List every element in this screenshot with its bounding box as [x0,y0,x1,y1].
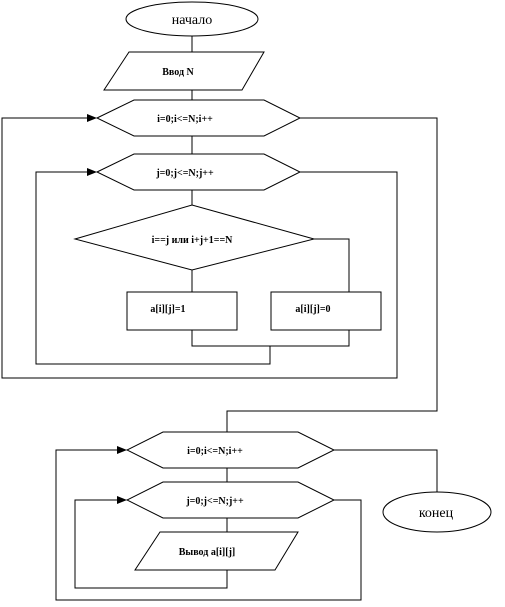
start-label: начало [172,13,213,28]
loop-j-hexagon [95,153,302,191]
start-node: начало [125,1,259,37]
output-label: Вывод a[i][j] [179,547,236,558]
input-node: Ввод N [103,51,265,91]
end-node: конец [382,491,492,533]
assign-one-box [126,291,238,331]
connector-condition-no [314,238,350,292]
output-loop-i-hexagon [125,431,336,469]
arrow-into-loop-j [87,168,97,176]
arrow-into-loop-i [87,114,97,122]
condition-node: i==j или i+j+1==N [73,204,316,271]
assign-zero-box [270,291,382,331]
loop-j-label: j=0;j<=N;j++ [155,168,214,179]
start-ellipse [125,1,259,37]
output-loop-j-label: j=0;j<=N;j++ [185,496,244,507]
connector-out-j-return [74,499,228,589]
input-label: Ввод N [162,67,194,78]
loop-i-label: i=0;i<=N;i++ [157,114,213,125]
output-loop-i-node: i=0;i<=N;i++ [125,431,336,469]
loop-i-node: i=0;i<=N;i++ [95,99,302,137]
assign-zero-node: a[i][j]=0 [270,291,382,331]
loop-i-hexagon [95,99,302,137]
connector-loop-i-exit [226,117,438,432]
connector-loop-j-exit [1,117,398,379]
input-parallelogram [103,51,265,91]
connector-out-i-return [55,449,362,601]
output-loop-i-label: i=0;i<=N;i++ [187,446,243,457]
end-ellipse [382,491,492,533]
end-label: конец [419,506,454,521]
connectors [1,36,438,601]
condition-diamond [73,204,316,271]
output-loop-j-hexagon [125,481,336,519]
arrow-into-output-loop-j [117,496,127,504]
assign-one-node: a[i][j]=1 [126,291,238,331]
output-node: Вывод a[i][j] [134,531,299,571]
arrow-into-output-loop-i [117,446,127,454]
assign-one-label: a[i][j]=1 [150,304,185,315]
connector-out-i-to-end [334,449,438,492]
arrowheads [87,114,127,504]
condition-label: i==j или i+j+1==N [152,235,234,246]
connector-loop-j-return [35,171,271,365]
assign-zero-label: a[i][j]=0 [295,304,330,315]
output-parallelogram [134,531,299,571]
connector-assign-one-merge [191,330,350,347]
output-loop-j-node: j=0;j<=N;j++ [125,481,336,519]
loop-j-node: j=0;j<=N;j++ [95,153,302,191]
